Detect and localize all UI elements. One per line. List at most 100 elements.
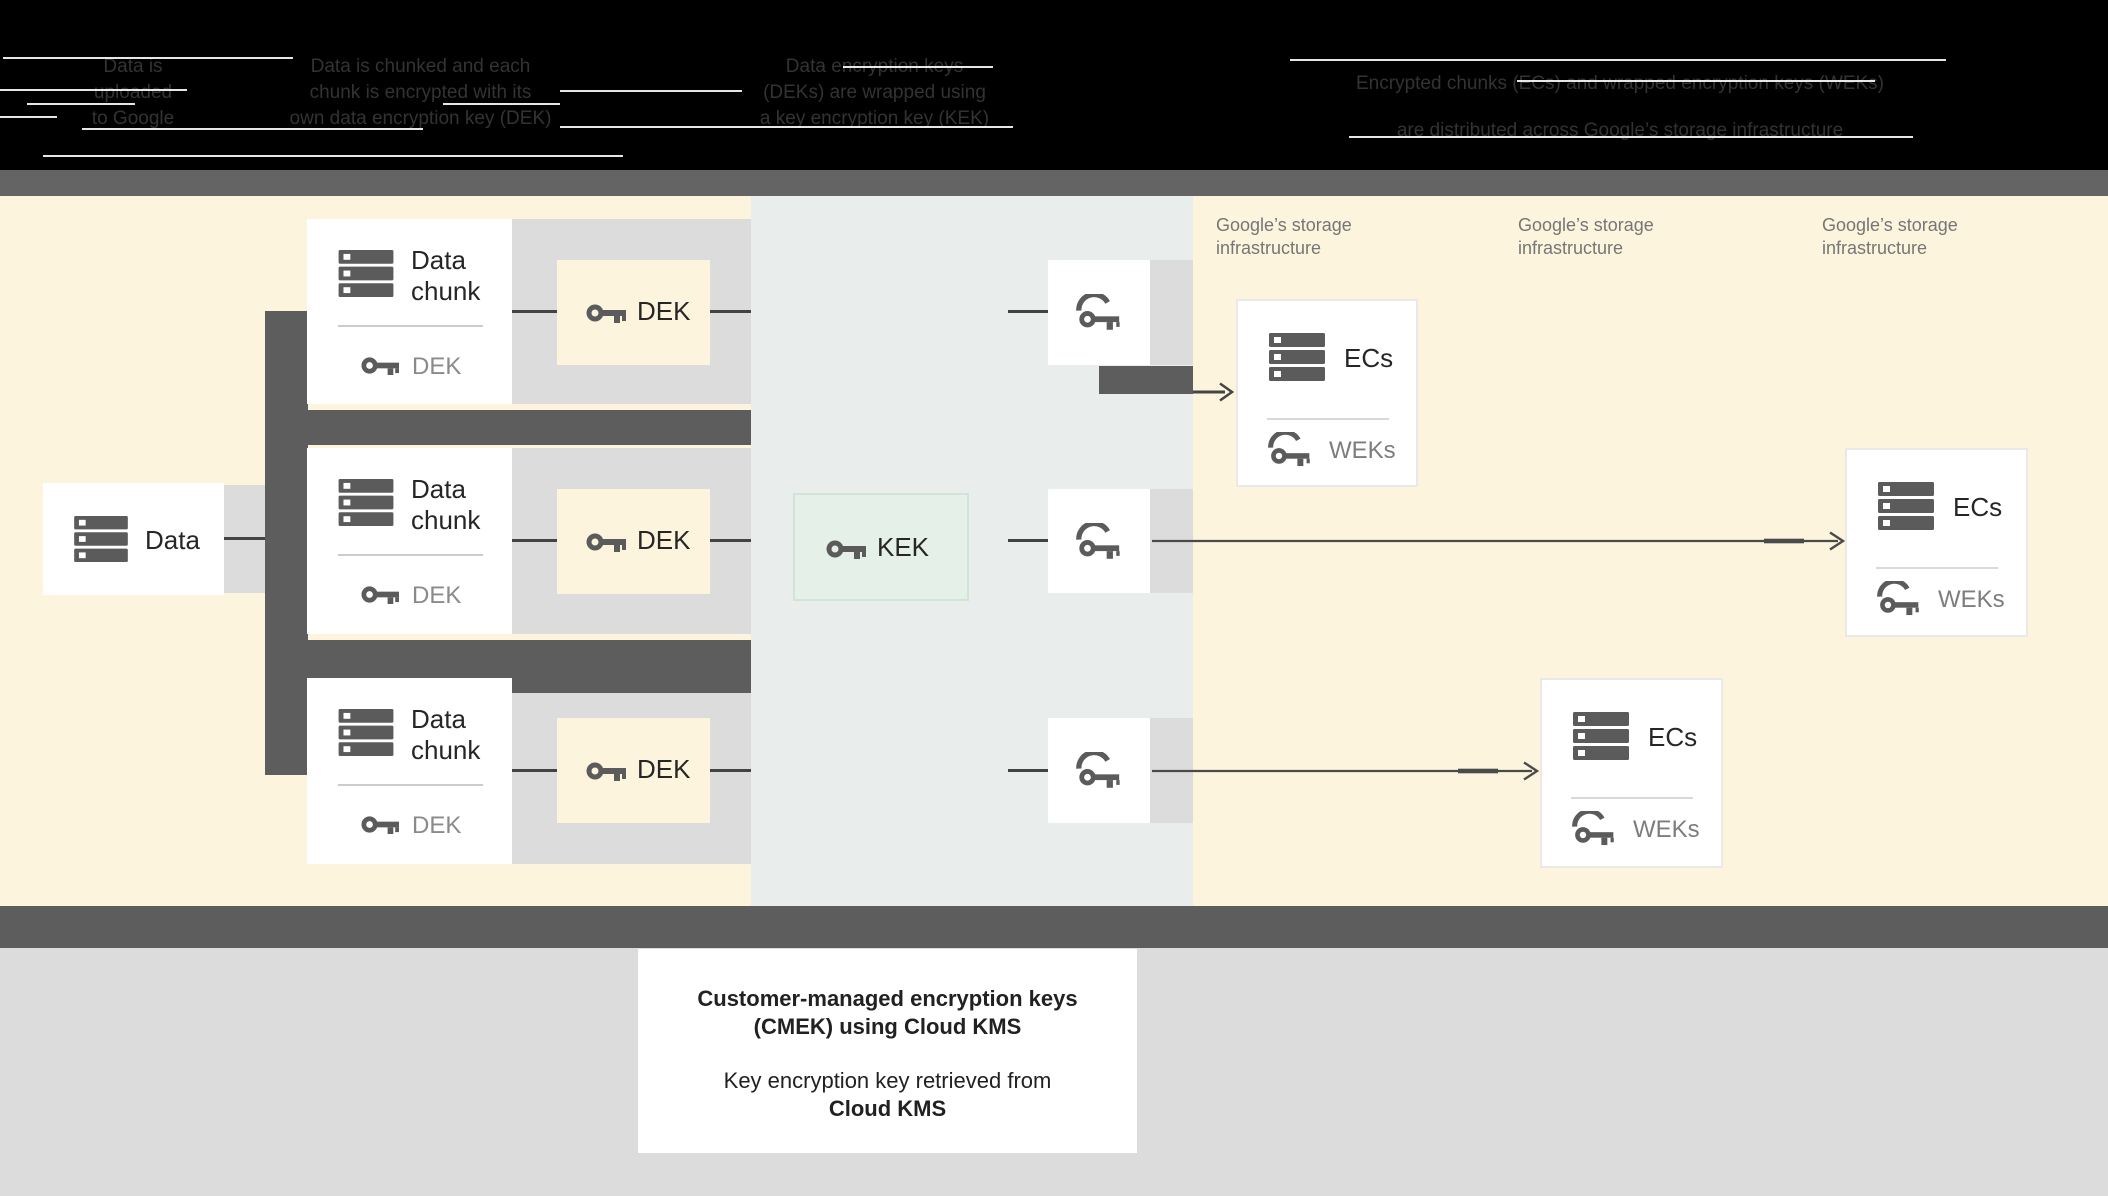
server-icon [1269, 333, 1325, 381]
storage-label-line2: infrastructure [1822, 238, 1928, 258]
server-icon [74, 516, 128, 562]
data-chunk-box-3: Data chunk DEK [307, 678, 512, 864]
wrappedkey-side-panel-1 [1150, 260, 1193, 365]
header-artifact-line [3, 57, 293, 59]
key-icon [586, 533, 626, 552]
data-chunk-title: Data chunk [411, 245, 481, 306]
wrapped-key-icon [1571, 811, 1617, 846]
header-band [0, 0, 2108, 170]
ecs-box-1: ECs WEKs [1236, 299, 1418, 487]
ecs-box-2: ECs WEKs [1845, 448, 2028, 637]
server-icon [338, 709, 394, 756]
header-artifact-line [1517, 80, 1875, 82]
caption-title-line2: (CMEK) using Cloud KMS [753, 1014, 1022, 1039]
bottom-band [0, 906, 2108, 948]
header-artifact-line [82, 128, 423, 130]
kek-box-label: KEK [877, 532, 930, 562]
server-icon [338, 250, 394, 297]
ecs-label: ECs [1344, 343, 1394, 373]
line-chunk1-to-dek1 [512, 310, 557, 313]
arrow-to-ecs-2 [1152, 531, 1846, 551]
wrapped-key-icon [1075, 294, 1123, 331]
wrapped-key-icon [1075, 523, 1123, 560]
weks-label: WEKs [1938, 586, 2005, 613]
header-step-wrapping-line3: a key encryption key (KEK) [759, 108, 990, 129]
header-artifact-line [0, 89, 187, 91]
fanout-band-1 [265, 410, 751, 445]
ecs-box-3: ECs WEKs [1540, 678, 1723, 868]
caption-subtitle-line1: Key encryption key retrieved from [723, 1068, 1052, 1093]
header-step-chunking-line1: Data is chunked and each [310, 56, 531, 77]
chunk-dek-label: DEK [412, 353, 462, 380]
header-step-upload-line3: to Google [91, 108, 175, 129]
ecs-label: ECs [1953, 492, 2003, 522]
caption-title-line1: Customer-managed encryption keys [697, 986, 1078, 1011]
header-step-wrapping-line2: (DEKs) are wrapped using [763, 82, 986, 103]
caption-subtitle-line2: Cloud KMS [828, 1096, 947, 1121]
header-step-wrapping: Data encryption keys (DEKs) are wrapped … [722, 54, 1027, 132]
storage-label-line2: infrastructure [1216, 238, 1322, 258]
header-step-upload-line1: Data is [103, 56, 163, 77]
chunk-divider [338, 325, 483, 327]
header-artifact-line [843, 66, 993, 68]
dek-box-label: DEK [637, 296, 691, 326]
header-artifact-line [27, 103, 135, 105]
dek-box-3: DEK [557, 718, 710, 823]
dek-box-label: DEK [637, 525, 691, 555]
header-artifact-line [0, 116, 57, 118]
dek-box-1: DEK [557, 260, 710, 365]
ecs-divider [1267, 418, 1389, 420]
weks-label: WEKs [1329, 437, 1396, 464]
caption-subtitle: Key encryption key retrieved from Cloud … [638, 1067, 1137, 1123]
storage-label-line1: Google’s storage [1216, 215, 1352, 235]
ecs-divider [1571, 797, 1693, 799]
line-dek2-to-kms [710, 539, 751, 542]
fanout-trunk [265, 311, 308, 775]
key-icon [361, 357, 399, 375]
ecs-divider [1876, 567, 1998, 569]
weks-label: WEKs [1633, 816, 1700, 843]
chunk-dek-label: DEK [412, 812, 462, 839]
header-artifact-line [1290, 59, 1946, 61]
data-chunk-box-2: Data chunk DEK [307, 448, 512, 634]
wrapped-key-icon [1876, 581, 1922, 616]
server-icon [1878, 482, 1934, 530]
header-artifact-line [560, 126, 1013, 128]
storage-label-line1: Google’s storage [1822, 215, 1958, 235]
chunk-divider [338, 784, 483, 786]
data-chunk-title: Data chunk [411, 704, 481, 765]
wrapped-key-box-1 [1048, 260, 1150, 365]
wrapped-key-icon [1267, 432, 1313, 467]
header-artifact-line [1349, 136, 1913, 138]
header-artifact-line [43, 155, 623, 157]
wrapped-key-box-3 [1048, 718, 1150, 823]
dek-box-label: DEK [637, 754, 691, 784]
key-icon [361, 816, 399, 834]
header-artifact-line [443, 103, 560, 105]
header-step-upload: Data is uploaded to Google [33, 54, 233, 132]
dek-box-2: DEK [557, 489, 710, 594]
data-box: Data [43, 483, 224, 595]
arrow-to-ecs-1 [1193, 382, 1235, 402]
wrapped-key-icon [1075, 752, 1123, 789]
header-step-chunking-line3: own data encryption key (DEK) [289, 108, 552, 129]
storage-infrastructure-label-3: Google’s storage infrastructure [1822, 214, 2042, 260]
data-chunk-title: Data chunk [411, 474, 481, 535]
key-icon [826, 540, 866, 559]
header-step-distribution-line2: are distributed across Google’s storage … [1396, 120, 1844, 141]
header-step-distribution-line1: Encrypted chunks (ECs) and wrapped encry… [1356, 73, 1884, 94]
line-chunk2-to-dek2 [512, 539, 557, 542]
ecs-label: ECs [1648, 722, 1698, 752]
storage-infrastructure-label-2: Google’s storage infrastructure [1518, 214, 1738, 260]
header-artifact-line [560, 90, 742, 92]
line-to-wrappedkey1 [1008, 310, 1048, 313]
key-icon [361, 586, 399, 604]
key-icon [586, 304, 626, 323]
line-to-wrappedkey3 [1008, 769, 1048, 772]
storage-label-line2: infrastructure [1518, 238, 1624, 258]
elbow-connector [1099, 366, 1193, 394]
line-dek1-to-kms [710, 310, 751, 313]
line-to-wrappedkey2 [1008, 539, 1048, 542]
chunk-divider [338, 554, 483, 556]
